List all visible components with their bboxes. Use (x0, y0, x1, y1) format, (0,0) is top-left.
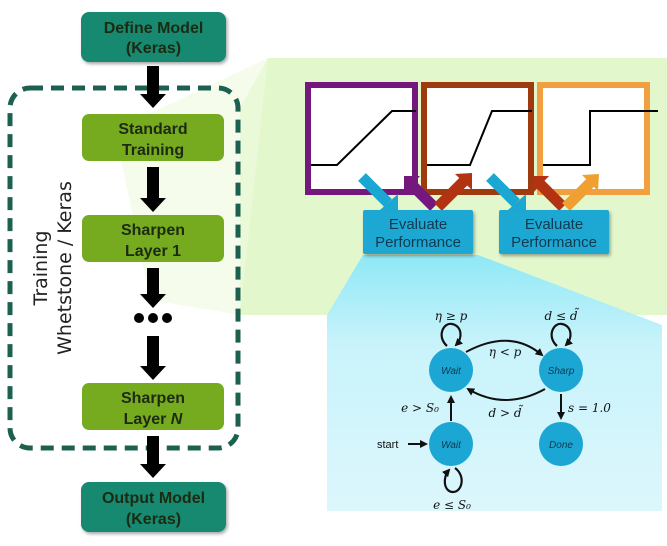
self-loop-start-wait (442, 467, 463, 494)
define-model-label-1: Define Model (104, 20, 204, 37)
state-sharp (539, 348, 583, 392)
arrow-dots-to-sharpenN (140, 336, 166, 380)
sharpen-layer-n-label-1: Sharpen (121, 390, 185, 407)
sharpen-layer-1-label-2: Layer 1 (125, 243, 181, 260)
arrow-plot1-to-eval1 (358, 173, 398, 210)
edge-sharp-to-wait (466, 387, 546, 401)
define-model-node (81, 12, 226, 62)
sharpen-layer-n-text: Layer (124, 411, 171, 428)
group-label: Training Whetstone / Keras (30, 181, 76, 355)
evaluate-arrows (358, 173, 599, 211)
edge-wait-to-sharp (465, 339, 544, 357)
evaluate-box-2-line-1: Evaluate (525, 216, 583, 233)
group-label-line-2: Whetstone / Keras (54, 181, 76, 355)
standard-training-node (82, 114, 224, 161)
activation-plot-step (537, 82, 658, 195)
self-loop-sharp (550, 322, 574, 347)
sharpen-layer-n-variable: N (171, 411, 183, 428)
activation-plot-gradual (305, 82, 418, 195)
arrow-sharpenN-to-output (140, 436, 166, 478)
state-done (539, 422, 583, 466)
evaluate-box-2-line-2: Performance (511, 234, 597, 251)
evaluate-box-1-line-2: Performance (375, 234, 461, 251)
state-wait-top (429, 348, 473, 392)
label-start-to-wait: e > S₀ (401, 401, 439, 415)
label-wait-self: η ≥ p (435, 309, 468, 323)
state-done-label: Done (549, 440, 573, 451)
label-sharp-to-wait: d > d̃ (488, 404, 523, 420)
label-sharp-self: d ≤ d̃ (544, 307, 579, 323)
state-sharp-label: Sharp (548, 366, 575, 377)
standard-training-label-2: Training (122, 142, 184, 159)
sharpen-layer-n-label-2: Layer N (124, 411, 183, 428)
start-label: start (377, 439, 398, 451)
standard-training-label-1: Standard (118, 121, 187, 138)
state-wait-start (429, 422, 473, 466)
self-loop-wait (440, 322, 464, 347)
state-wait-start-label: Wait (441, 440, 462, 451)
group-label-line-1: Training (30, 231, 52, 307)
arrow-sharpen1-to-dots (140, 268, 166, 308)
label-wait-to-sharp: η < p (489, 345, 522, 359)
arrow-define-to-standard (140, 66, 166, 108)
evaluate-performance-box-2: Evaluate Performance (499, 210, 609, 254)
output-model-label-2: (Keras) (126, 511, 181, 528)
arrow-standard-to-sharpen1 (140, 167, 166, 212)
activation-plot-steeper (421, 82, 534, 195)
arrow-eval1-to-plot2 (434, 173, 472, 211)
label-sharp-to-done: s = 1.0 (568, 401, 611, 415)
sharpen-layer-1-label-1: Sharpen (121, 222, 185, 239)
training-group-border (7, 85, 241, 451)
define-model-label-2: (Keras) (126, 40, 181, 57)
arrow-eval1-to-plot1 (404, 176, 438, 211)
label-start-self: e ≤ S₀ (433, 498, 471, 512)
arrow-plot2-to-eval2 (486, 173, 526, 210)
sharpen-layer-1-node (82, 215, 224, 262)
output-model-label-1: Output Model (102, 490, 205, 507)
evaluate-box-1-line-1: Evaluate (389, 216, 447, 233)
output-model-node (81, 482, 226, 532)
arrow-eval2-to-plot3 (562, 174, 599, 211)
evaluate-performance-box-1: Evaluate Performance (363, 210, 473, 254)
state-machine: Wait Sharp Wait Done start η ≥ p d ≤ d̃ … (377, 307, 611, 512)
sharpen-layer-n-node (82, 383, 224, 430)
ellipsis-dots (134, 313, 172, 323)
state-wait-top-label: Wait (441, 366, 462, 377)
arrow-eval2-to-plot2 (533, 176, 567, 211)
flow-arrows (140, 66, 166, 478)
